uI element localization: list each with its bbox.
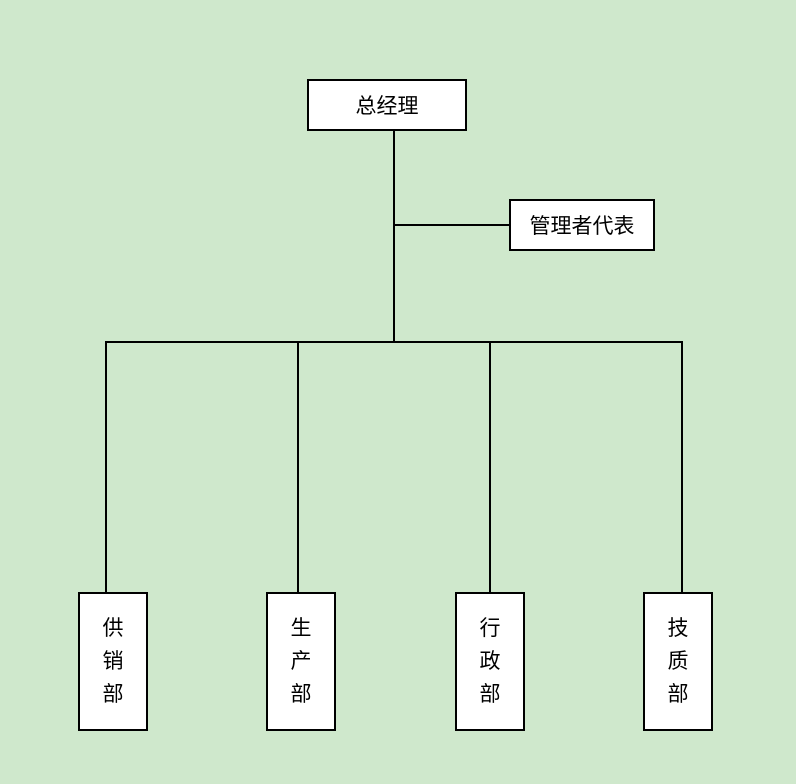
node-sales-dept: 供 销 部 xyxy=(78,592,148,731)
node-admin-dept-char: 部 xyxy=(479,682,501,706)
node-production-dept-char: 产 xyxy=(290,649,312,673)
node-management-representative: 管理者代表 xyxy=(509,199,655,251)
node-admin-dept: 行 政 部 xyxy=(455,592,525,731)
node-tech-quality-dept-char: 部 xyxy=(667,682,689,706)
node-admin-dept-char: 行 xyxy=(479,616,501,640)
node-production-dept-char: 生 xyxy=(290,616,312,640)
node-tech-quality-dept-char: 技 xyxy=(667,616,689,640)
node-sales-dept-char: 供 xyxy=(102,616,124,640)
node-tech-quality-dept: 技 质 部 xyxy=(643,592,713,731)
node-management-representative-label: 管理者代表 xyxy=(529,214,635,238)
node-production-dept-char: 部 xyxy=(290,682,312,706)
node-tech-quality-dept-char: 质 xyxy=(667,649,689,673)
node-sales-dept-char: 部 xyxy=(102,682,124,706)
node-production-dept: 生 产 部 xyxy=(266,592,336,731)
node-sales-dept-char: 销 xyxy=(102,649,124,673)
node-general-manager-label: 总经理 xyxy=(355,94,419,118)
node-admin-dept-char: 政 xyxy=(479,649,501,673)
node-general-manager: 总经理 xyxy=(307,79,467,131)
